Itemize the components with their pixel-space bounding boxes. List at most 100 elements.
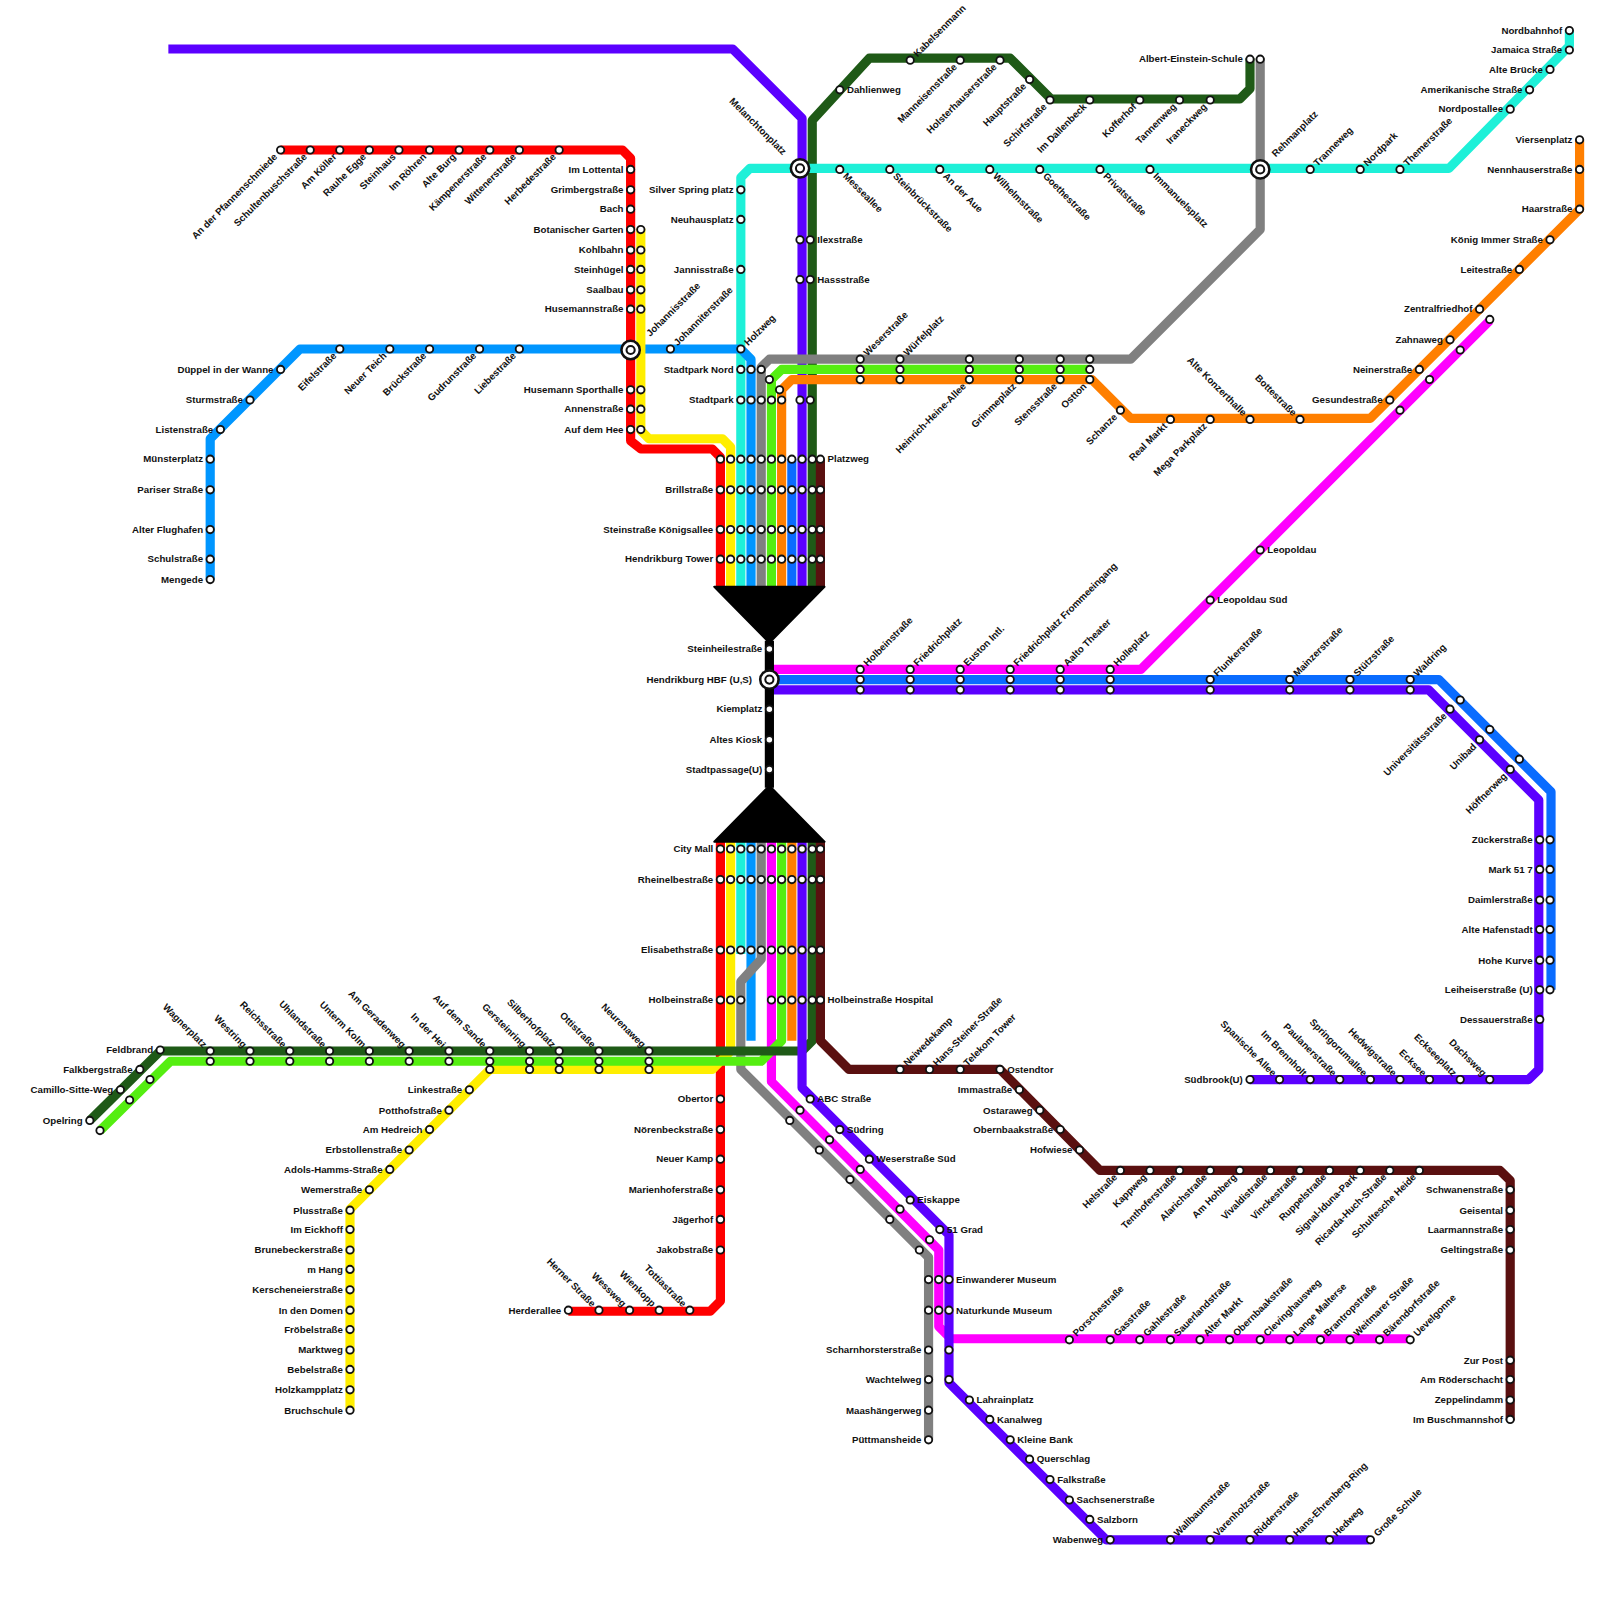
- station-dot: [1257, 56, 1264, 63]
- route-line: [820, 842, 1510, 1421]
- station-label: Püttmansheide: [852, 1435, 921, 1445]
- station-dot: [766, 376, 773, 383]
- station-dot: [857, 1166, 864, 1173]
- station-dot: [768, 876, 775, 883]
- station-dot: [1516, 266, 1523, 273]
- station-dot: [1086, 96, 1093, 103]
- station-label: Wachtelweg: [866, 1375, 922, 1385]
- station-label: Steinstraße Königsallee: [603, 525, 713, 535]
- station-dot: [627, 406, 634, 413]
- station-dot: [727, 456, 734, 463]
- station-dot: [1446, 706, 1453, 713]
- station-dot: [1507, 766, 1514, 773]
- station-dot: [1317, 1336, 1324, 1343]
- route-line: [771, 842, 1410, 1339]
- station-dot: [809, 486, 816, 493]
- station-label: Immastraße: [958, 1085, 1012, 1095]
- station-dot: [966, 356, 973, 363]
- station-dot: [1507, 1396, 1514, 1403]
- station-dot: [1367, 1536, 1374, 1543]
- station-dot: [326, 1047, 333, 1054]
- station-dot: [207, 1058, 214, 1065]
- station-dot: [406, 1146, 413, 1153]
- station-dot: [957, 676, 964, 683]
- station-dot: [788, 996, 795, 1003]
- station-label: Geltingstraße: [1441, 1245, 1504, 1255]
- station-dot: [486, 1066, 493, 1073]
- station-dot: [627, 306, 634, 313]
- station-label: Kiemplatz: [716, 704, 762, 714]
- station-dot: [766, 645, 773, 652]
- station-dot: [426, 146, 433, 153]
- station-dot: [1507, 106, 1514, 113]
- station-label: Zentralfriedhof: [1404, 304, 1472, 314]
- station-dot: [1566, 27, 1573, 34]
- station-dot: [896, 1066, 903, 1073]
- station-dot: [936, 1226, 943, 1233]
- station-dot: [346, 1407, 353, 1414]
- station-dot: [307, 146, 314, 153]
- station-dot: [768, 946, 775, 953]
- station-label: Opelring: [43, 1116, 83, 1126]
- station-dot: [1107, 1536, 1114, 1543]
- station-dot: [556, 1058, 563, 1065]
- station-dot: [1207, 676, 1214, 683]
- station-dot: [486, 1047, 493, 1054]
- station-label: Albert-Einstein-Schule: [1139, 54, 1243, 64]
- station-dot: [1367, 1076, 1374, 1083]
- station-label: Querschlag: [1037, 1454, 1090, 1464]
- station-dot: [637, 266, 644, 273]
- station-label: Haarstraße: [1522, 204, 1573, 214]
- station-dot: [1136, 1336, 1143, 1343]
- station-label: m Hang: [307, 1265, 343, 1275]
- station-dot: [1236, 1167, 1243, 1174]
- station-dot: [1507, 1207, 1514, 1214]
- route-line: [736, 842, 745, 954]
- station-dot: [645, 1066, 652, 1073]
- station-dot: [758, 486, 765, 493]
- station-dot: [1007, 686, 1014, 693]
- station-label: Hofwiese: [1030, 1145, 1073, 1155]
- station-label: Zeppelindamm: [1435, 1395, 1503, 1405]
- station-dot: [1446, 336, 1453, 343]
- station-label: Sachsenerstraße: [1077, 1495, 1155, 1505]
- station-dot: [1416, 366, 1423, 373]
- station-dot: [747, 946, 754, 953]
- station-label: Stadtpassage(U): [686, 765, 762, 775]
- station-label: Nennhauserstraße: [1487, 165, 1572, 175]
- station-label: Schulstraße: [148, 554, 204, 564]
- station-dot: [737, 946, 744, 953]
- station-label: Auf dem Hee: [564, 425, 623, 435]
- station-dot: [798, 486, 805, 493]
- station-dot: [526, 1047, 533, 1054]
- station-dot: [1457, 346, 1464, 353]
- station-dot: [737, 186, 744, 193]
- station-dot: [366, 1186, 373, 1193]
- station-dot: [1457, 1076, 1464, 1083]
- station-dot: [1507, 1376, 1514, 1383]
- station-dot: [768, 396, 775, 403]
- station-label: Friedrichplatz Frommeeingang: [1012, 561, 1119, 668]
- station-dot: [1407, 676, 1414, 683]
- station-label: Kleine Bank: [1017, 1435, 1073, 1445]
- station-label: Am Röderschacht: [1420, 1375, 1503, 1385]
- station-dot: [809, 946, 816, 953]
- station-dot: [1546, 957, 1553, 964]
- station-dot: [1246, 1076, 1253, 1083]
- station-dot: [1246, 56, 1253, 63]
- station-label: Nordpostallee: [1438, 104, 1503, 114]
- station-dot: [1207, 96, 1214, 103]
- station-label: Botanischer Garten: [533, 225, 623, 235]
- station-label: Silver Spring platz: [649, 185, 734, 195]
- station-dot: [809, 876, 816, 883]
- station-dot: [686, 1307, 693, 1314]
- station-dot: [945, 1376, 952, 1383]
- station-dot: [996, 57, 1003, 64]
- station-dot: [346, 1207, 353, 1214]
- station-dot: [776, 386, 783, 393]
- station-label: Husemann Sporthalle: [524, 385, 624, 395]
- station-label: Annenstraße: [564, 404, 623, 414]
- station-label: In der Hei: [409, 1011, 447, 1049]
